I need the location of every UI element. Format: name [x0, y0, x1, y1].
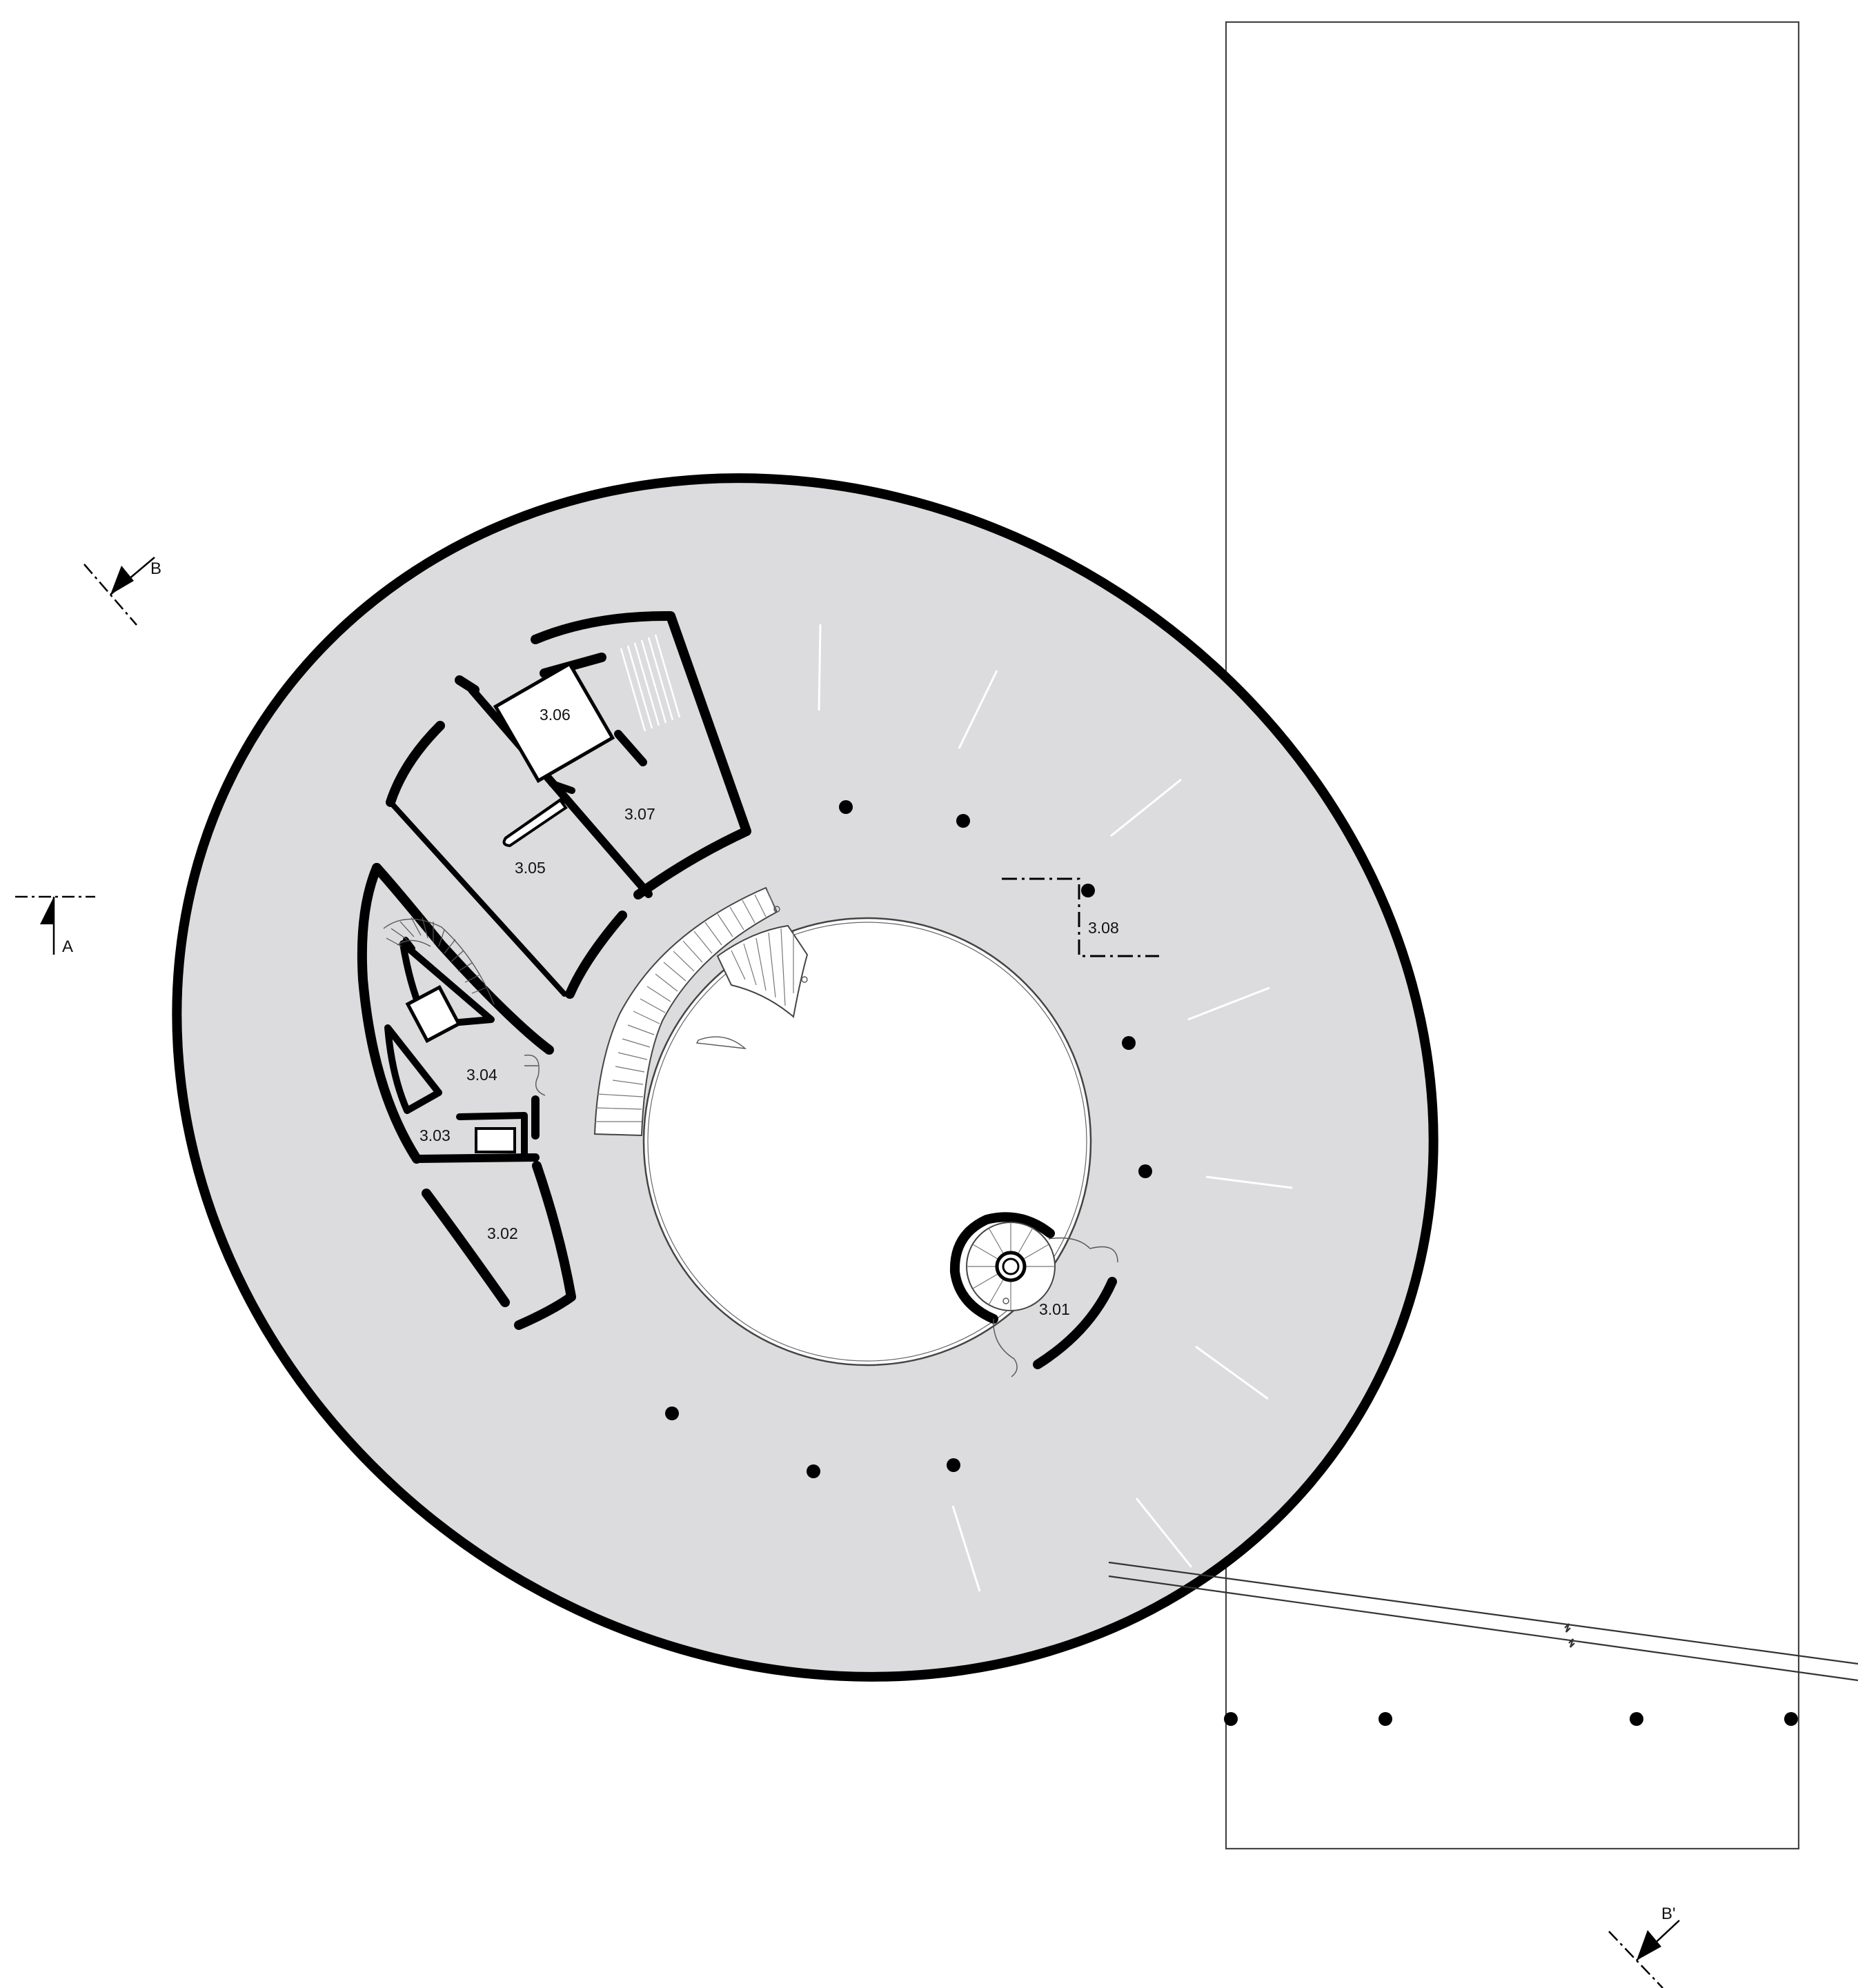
room-label-3-07: 3.07: [624, 805, 655, 823]
section-marker-a: A: [15, 895, 95, 956]
section-label-b-prime: B': [1661, 1905, 1676, 1923]
columns: [665, 800, 1798, 1726]
room-label-3-04: 3.04: [466, 1066, 497, 1084]
room-label-3-05: 3.05: [515, 859, 546, 877]
walkway-lines: [1108, 1561, 1858, 1682]
section-marker-b-prime: B': [1608, 1905, 1680, 1988]
room-labels: 3.01 3.02 3.03 3.04 3.05 3.06 3.07 3.08: [419, 706, 1119, 1318]
stair-3-07: [620, 634, 681, 732]
section-label-a: A: [62, 937, 73, 956]
zone-3-08-boundary: [1002, 877, 1159, 957]
room-label-3-02: 3.02: [487, 1224, 518, 1242]
room-label-3-06: 3.06: [540, 706, 571, 724]
section-label-b: B: [150, 559, 161, 578]
room-label-3-03: 3.03: [419, 1126, 451, 1144]
central-void-railing: [647, 922, 1087, 1362]
lift-core: [493, 661, 615, 848]
radial-light-slots: [818, 624, 1293, 1592]
spiral-stair-core: [949, 1212, 1118, 1378]
room-label-3-08: 3.08: [1088, 919, 1119, 937]
stair-3-04: [383, 917, 546, 1153]
main-curved-stair: [593, 886, 809, 1137]
upper-wing-walls: [386, 610, 751, 999]
section-marker-b: B: [83, 557, 161, 626]
room-label-3-01: 3.01: [1039, 1300, 1070, 1318]
